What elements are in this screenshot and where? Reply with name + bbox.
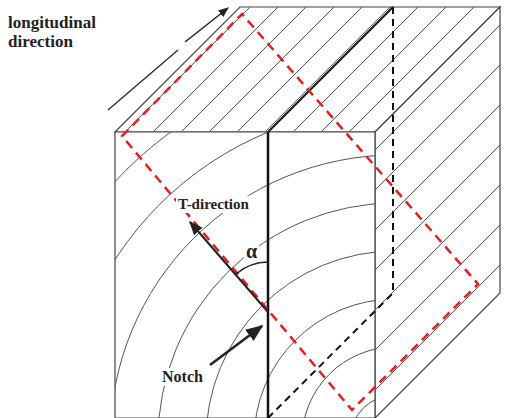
longitudinal-arrow [185, 8, 228, 42]
specimen-plane [122, 14, 478, 410]
longitudinal-guide [108, 50, 178, 110]
direction-label: longitudinal direction [8, 14, 138, 51]
notch-line-top [268, 7, 393, 132]
right-face [375, 7, 500, 418]
angle-label: α [244, 240, 259, 262]
notch-line-hidden [268, 293, 393, 418]
part-label: Notch [160, 368, 205, 386]
notch-line-hidden [392, 7, 394, 293]
angle-arc [236, 262, 268, 274]
top-grain [125, 7, 508, 132]
growth-rings [14, 59, 508, 418]
axis-label: T-direction [176, 196, 251, 213]
front-face [115, 132, 375, 418]
notch-line [267, 132, 270, 418]
t-direction-arrow [190, 222, 268, 312]
notch-pointer [210, 326, 262, 365]
